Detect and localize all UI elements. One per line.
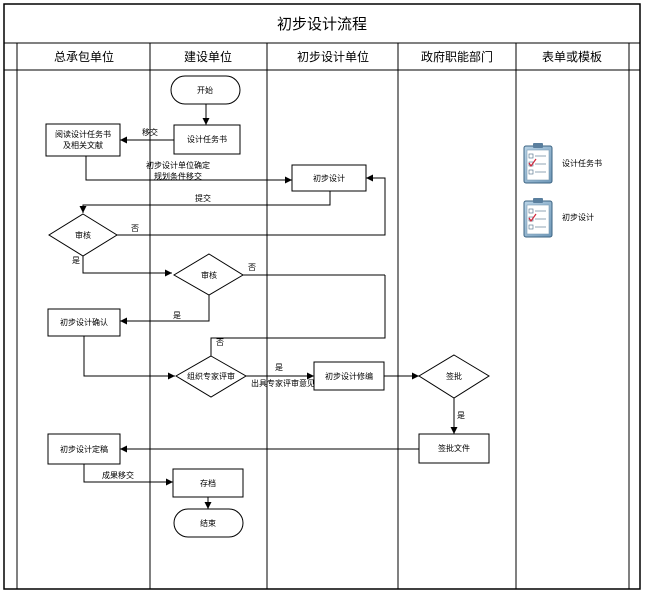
lane-header-designer: 初步设计单位 bbox=[297, 49, 369, 64]
edge-label-expert-opinion: 出具专家评审意见 bbox=[251, 378, 315, 388]
edge-label-expert-no: 否 bbox=[216, 338, 224, 347]
edge-label-review2-no: 否 bbox=[248, 263, 256, 272]
read-task-book-node: 阅读设计任务书 及相关文献 bbox=[45, 123, 121, 157]
edge-confirm-to-expert bbox=[83, 336, 175, 380]
approve-decision: 签批 bbox=[418, 354, 490, 399]
confirm-label: 初步设计确认 bbox=[60, 317, 108, 327]
read-task-book-label-2: 及相关文献 bbox=[63, 140, 103, 150]
confirm-node: 初步设计确认 bbox=[47, 308, 121, 337]
edge-read-to-prelim bbox=[85, 156, 292, 184]
edge-expert-no bbox=[210, 275, 386, 356]
edge-label-result-transfer: 成果移交 bbox=[102, 470, 134, 480]
task-book-label: 设计任务书 bbox=[187, 134, 227, 144]
edge-label-submit: 提交 bbox=[195, 193, 211, 203]
end-label: 结束 bbox=[200, 518, 216, 528]
archive-node: 存档 bbox=[172, 468, 244, 498]
template-task-book[interactable]: 设计任务书 bbox=[523, 143, 602, 184]
edge-finalize-to-archive bbox=[83, 464, 173, 486]
approve-label: 签批 bbox=[446, 371, 462, 381]
edge-review1-yes bbox=[82, 256, 172, 277]
edge-label-review1-yes: 是 bbox=[72, 256, 80, 265]
template-task-book-label: 设计任务书 bbox=[562, 158, 602, 168]
task-book-node: 设计任务书 bbox=[173, 124, 241, 155]
edge-label-expert-yes: 是 bbox=[275, 363, 283, 372]
edge-label-hand-over: 移交 bbox=[142, 127, 158, 137]
expert-review-decision: 组织专家评审 bbox=[175, 355, 247, 398]
start-node: 开始 bbox=[170, 75, 241, 105]
start-label: 开始 bbox=[197, 85, 213, 95]
prelim-design-label: 初步设计 bbox=[313, 173, 345, 183]
edge-label-review1-no: 否 bbox=[131, 224, 139, 233]
edge-label-review2-yes: 是 bbox=[173, 311, 181, 320]
review1-decision: 审核 bbox=[48, 213, 118, 257]
review1-label: 审核 bbox=[75, 230, 91, 240]
edge-review2-yes bbox=[120, 295, 210, 325]
review2-label: 审核 bbox=[201, 270, 217, 280]
approval-doc-node: 签批文件 bbox=[418, 433, 490, 464]
edge-label-conditions: 初步设计单位确定 bbox=[146, 160, 210, 170]
expert-review-label: 组织专家评审 bbox=[187, 371, 235, 381]
edge-prelim-to-review1 bbox=[79, 191, 331, 213]
clipboard-icon bbox=[523, 143, 553, 184]
lane-header-government: 政府职能部门 bbox=[421, 49, 493, 64]
edge-label-approve-yes: 是 bbox=[457, 411, 465, 420]
revise-node: 初步设计修编 bbox=[313, 361, 385, 391]
finalize-node: 初步设计定稿 bbox=[47, 433, 121, 465]
review2-decision: 审核 bbox=[173, 253, 244, 296]
edge-review1-no bbox=[117, 174, 386, 236]
finalize-label: 初步设计定稿 bbox=[60, 444, 108, 454]
lane-header-templates: 表单或模板 bbox=[542, 50, 602, 64]
end-node: 结束 bbox=[173, 508, 244, 538]
prelim-design-node: 初步设计 bbox=[291, 164, 367, 192]
revise-label: 初步设计修编 bbox=[325, 371, 373, 381]
approval-doc-label: 签批文件 bbox=[438, 443, 470, 453]
archive-label: 存档 bbox=[200, 478, 216, 488]
read-task-book-label: 阅读设计任务书 bbox=[55, 129, 111, 139]
template-prelim-design[interactable]: 初步设计 bbox=[523, 198, 594, 238]
clipboard-icon bbox=[523, 198, 553, 238]
diagram-title: 初步设计流程 bbox=[277, 15, 367, 33]
lane-header-owner: 建设单位 bbox=[184, 49, 232, 64]
diagram-frame bbox=[3, 3, 641, 590]
edge-label-conditions-2: 规划条件移交 bbox=[154, 171, 202, 181]
lane-header-contractor: 总承包单位 bbox=[54, 49, 114, 64]
template-prelim-design-label: 初步设计 bbox=[562, 212, 594, 222]
